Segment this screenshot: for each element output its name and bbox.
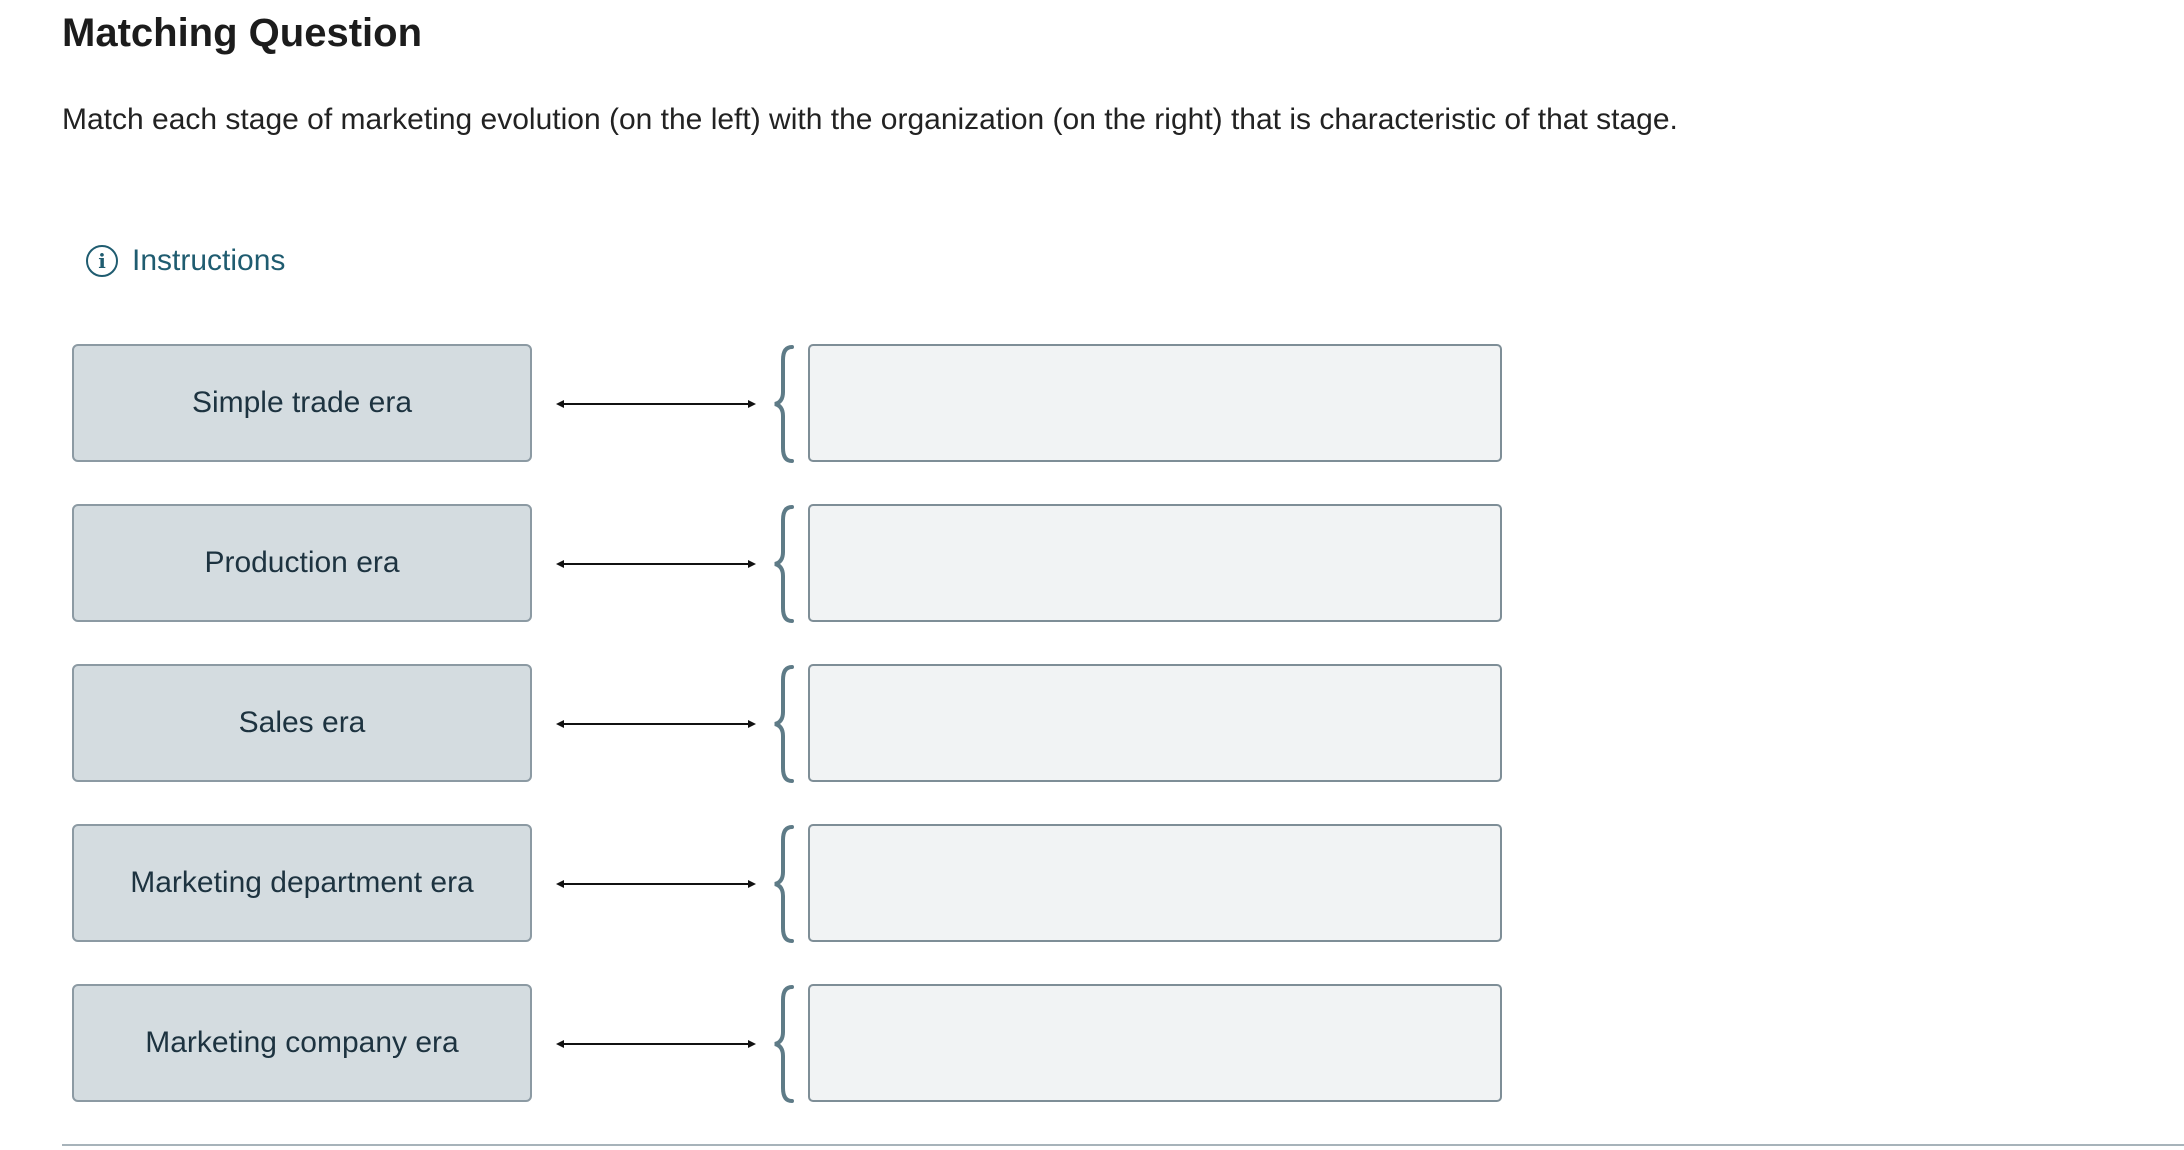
- instructions-link[interactable]: i Instructions: [86, 242, 285, 280]
- double-arrow-icon: [556, 1040, 756, 1048]
- matching-row: Marketing company era: [0, 984, 1510, 1104]
- double-arrow-icon: [556, 400, 756, 408]
- double-arrow-icon: [556, 560, 756, 568]
- prompt-item-production-era[interactable]: Production era: [72, 504, 532, 622]
- answer-drop-zone[interactable]: [808, 664, 1502, 782]
- curly-bracket-icon: [774, 825, 794, 943]
- double-arrow-icon: [556, 880, 756, 888]
- curly-bracket-icon: [774, 665, 794, 783]
- question-prompt: Match each stage of marketing evolution …: [62, 103, 1678, 136]
- prompt-item-sales-era[interactable]: Sales era: [72, 664, 532, 782]
- matching-row: Sales era: [0, 664, 1510, 784]
- answer-drop-zone[interactable]: [808, 504, 1502, 622]
- double-arrow-icon: [556, 720, 756, 728]
- answer-drop-zone[interactable]: [808, 344, 1502, 462]
- curly-bracket-icon: [774, 985, 794, 1103]
- prompt-item-marketing-company-era[interactable]: Marketing company era: [72, 984, 532, 1102]
- curly-bracket-icon: [774, 505, 794, 623]
- curly-bracket-icon: [774, 345, 794, 463]
- matching-row: Simple trade era: [0, 344, 1510, 464]
- answer-drop-zone[interactable]: [808, 824, 1502, 942]
- instructions-label: Instructions: [132, 244, 286, 277]
- answer-drop-zone[interactable]: [808, 984, 1502, 1102]
- prompt-item-simple-trade-era[interactable]: Simple trade era: [72, 344, 532, 462]
- divider: [62, 1144, 2184, 1146]
- prompt-item-marketing-department-era[interactable]: Marketing department era: [72, 824, 532, 942]
- info-icon: i: [86, 245, 118, 277]
- page-title: Matching Question: [62, 11, 422, 55]
- matching-row: Production era: [0, 504, 1510, 624]
- matching-row: Marketing department era: [0, 824, 1510, 944]
